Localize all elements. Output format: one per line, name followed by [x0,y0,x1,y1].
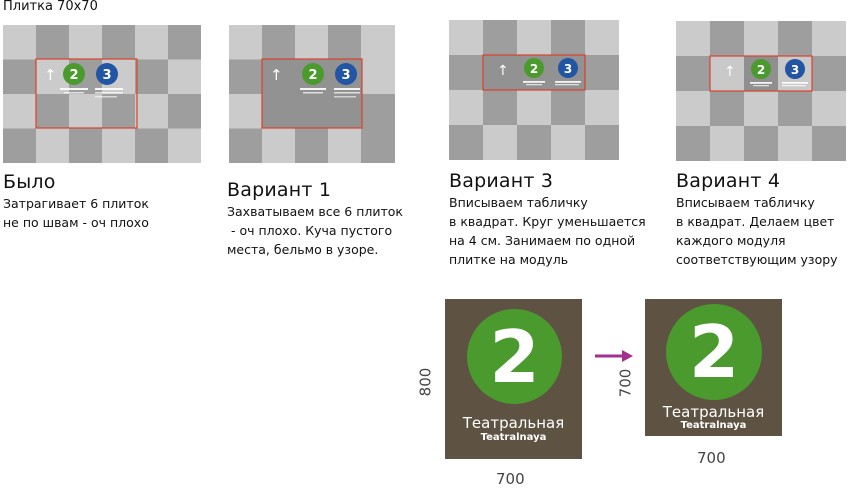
arrow-right-icon [595,350,633,362]
line-number: 2 [489,314,540,399]
svg-text:3: 3 [564,62,572,76]
sign-outline [709,55,813,92]
panel-variant-1: ↑ 2 3 [229,25,399,163]
width-label-700-big: 700 [496,470,525,488]
line-3-circle [335,63,357,85]
height-label-700: 700 [616,368,635,398]
line-3-circle [96,63,118,85]
svg-text:2: 2 [69,68,78,83]
panel-bylo: ↑ 2 3 [3,25,399,163]
desc-variant-4: Вписываем табличку в квадрат. Делаем цве… [676,195,838,267]
svg-text:3: 3 [791,63,799,77]
desc-bylo: Затрагивает 6 плиток не по швам - оч пло… [3,196,149,230]
line-2-circle [63,63,85,85]
sign-700x700: 2 Театральная Teatralnaya [645,299,782,436]
station-name: Театральная [662,403,765,421]
station-name-latin: Teatralnaya [680,420,747,431]
svg-text:2: 2 [757,63,765,77]
svg-text:2: 2 [530,62,538,76]
tile-grid-variant-4: ↑ 2 3 [676,21,846,161]
panel-variant-4: ↑ 2 3 [676,21,846,161]
panel-variant-3: ↑ 2 3 [449,20,619,160]
width-label-700-small: 700 [697,449,726,467]
station-name: Театральная [462,414,565,432]
height-label-800: 800 [416,367,435,397]
svg-text:3: 3 [102,68,111,83]
heading-variant-3: Вариант 3 [449,170,554,192]
tile-grid-variant-1: ↑ 2 3 [229,25,395,163]
arrow-up-icon: ↑ [497,63,509,79]
tile-grid-variant-3: ↑ 2 3 [449,20,619,160]
heading-variant-4: Вариант 4 [676,170,781,192]
line-2-circle [751,59,771,79]
arrow-up-icon: ↑ [270,66,283,84]
station-name-latin: Teatralnaya [480,432,547,443]
heading-bylo: Было [3,171,56,193]
desc-variant-3: Вписываем табличку в квадрат. Круг умень… [449,195,646,267]
desc-variant-1: Захватываем все 6 плиток - оч плохо. Куч… [227,204,403,257]
arrow-up-icon: ↑ [44,66,57,84]
tiles [3,25,201,163]
line-3-circle [785,59,805,79]
svg-text:3: 3 [341,68,350,83]
sign-700x800: 2 Театральная Teatralnaya [445,299,582,459]
line-3-circle [558,58,578,78]
top-caption: Плитка 70х70 [3,0,98,14]
heading-variant-1: Вариант 1 [227,179,332,201]
line-2-circle [302,63,324,85]
svg-text:2: 2 [308,68,317,83]
sign-outline [35,58,138,129]
line-2-badge: 2 [666,304,762,400]
arrow-up-icon: ↑ [724,64,736,80]
line-2-badge: 2 [467,309,562,404]
line-number: 2 [688,310,740,394]
line-2-circle [524,58,544,78]
tile-grid-bylo: ↑ 2 3 [3,25,201,163]
